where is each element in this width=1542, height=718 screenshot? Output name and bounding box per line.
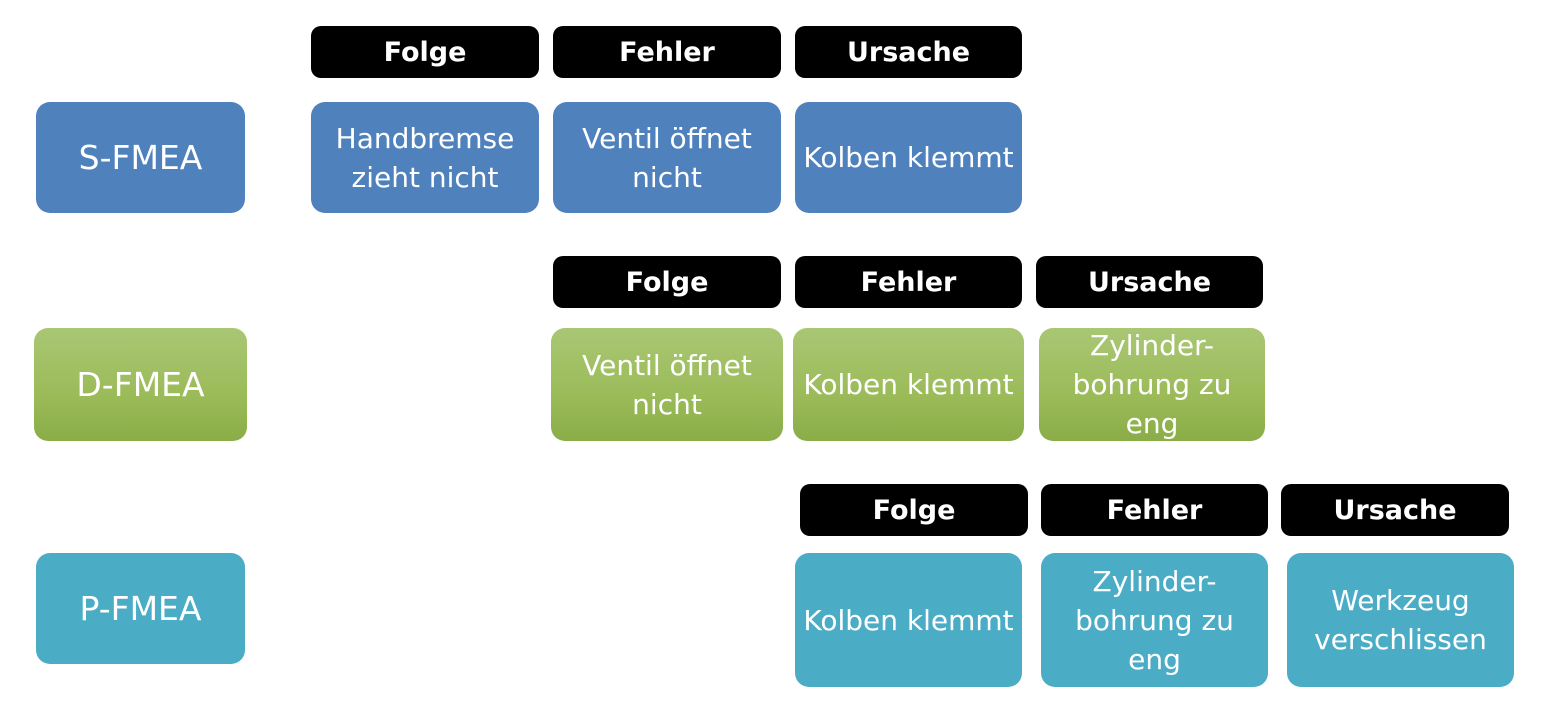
d-fmea-label: D-FMEA: [34, 328, 247, 441]
p-fmea-header-ursache: Ursache: [1281, 484, 1509, 536]
s-fmea-header-folge: Folge: [311, 26, 539, 78]
s-fmea-cell-ursache: Kolben klemmt: [795, 102, 1022, 213]
d-fmea-header-folge: Folge: [553, 256, 781, 308]
s-fmea-label: S-FMEA: [36, 102, 245, 213]
p-fmea-cell-folge: Kolben klemmt: [795, 553, 1022, 687]
s-fmea-cell-fehler: Ventil öffnet nicht: [553, 102, 781, 213]
d-fmea-cell-ursache: Zylinder-bohrung zu eng: [1039, 328, 1265, 441]
p-fmea-header-folge: Folge: [800, 484, 1028, 536]
d-fmea-cell-fehler: Kolben klemmt: [793, 328, 1024, 441]
s-fmea-cell-folge: Handbremse zieht nicht: [311, 102, 539, 213]
s-fmea-header-fehler: Fehler: [553, 26, 781, 78]
s-fmea-header-ursache: Ursache: [795, 26, 1022, 78]
d-fmea-cell-folge: Ventil öffnet nicht: [551, 328, 783, 441]
p-fmea-label: P-FMEA: [36, 553, 245, 664]
p-fmea-cell-fehler: Zylinder-bohrung zu eng: [1041, 553, 1268, 687]
p-fmea-cell-ursache: Werkzeug verschlissen: [1287, 553, 1514, 687]
p-fmea-header-fehler: Fehler: [1041, 484, 1268, 536]
d-fmea-header-ursache: Ursache: [1036, 256, 1263, 308]
d-fmea-header-fehler: Fehler: [795, 256, 1022, 308]
